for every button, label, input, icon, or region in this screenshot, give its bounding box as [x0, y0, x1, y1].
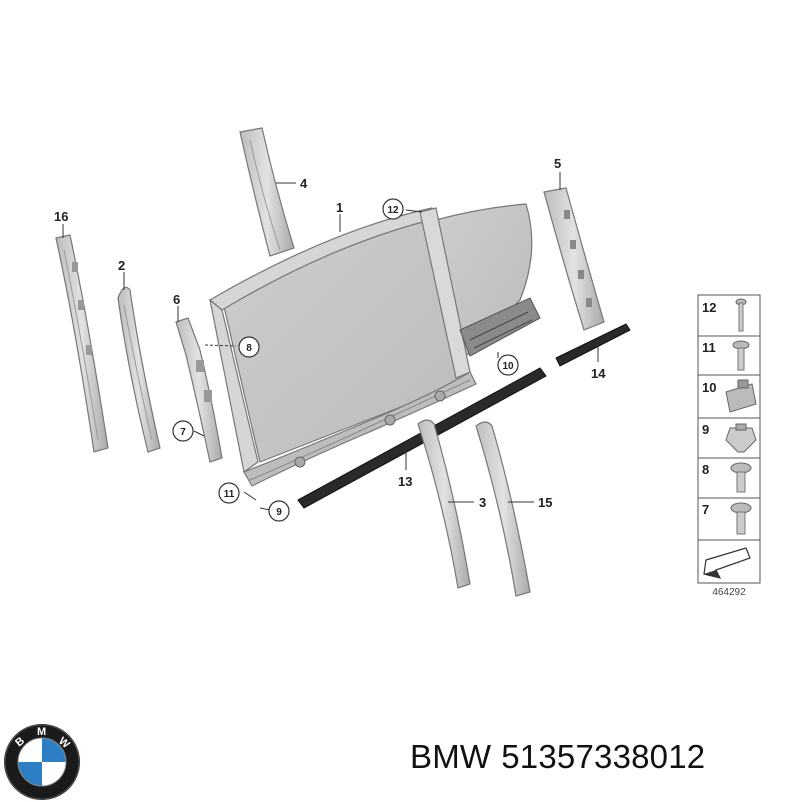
legend-item-7: 7 — [702, 502, 709, 517]
part-1-window-assembly — [204, 203, 541, 511]
callout-circle-11 — [218, 482, 240, 504]
callout-4: 4 — [300, 176, 308, 191]
callout-14: 14 — [591, 366, 606, 381]
nut-9-icon — [725, 423, 757, 453]
callout-8: 8 — [246, 343, 252, 354]
callout-circle-9 — [268, 500, 290, 522]
clip-10-icon — [725, 379, 757, 413]
callout-1: 1 — [336, 200, 343, 215]
callout-16: 16 — [54, 209, 68, 224]
callout-13: 13 — [398, 474, 412, 489]
callout-12: 12 — [387, 205, 399, 216]
screw-8-icon — [730, 462, 752, 493]
callout-7: 7 — [180, 427, 186, 438]
callout-circle-12 — [382, 198, 404, 220]
part-4-pillar — [239, 127, 296, 257]
callout-6: 6 — [173, 292, 180, 307]
part-6-bracket — [175, 306, 223, 463]
callout-2: 2 — [118, 258, 125, 273]
direction-arrow-icon — [703, 547, 751, 579]
legend-item-9: 9 — [702, 422, 709, 437]
callout-15: 15 — [538, 495, 552, 510]
callout-circle-7 — [172, 420, 194, 442]
screw-11-icon — [732, 340, 750, 371]
callout-10: 10 — [502, 361, 514, 372]
callout-labels: 16 2 6 4 1 5 14 13 3 15 12 8 7 11 9 10 — [54, 156, 606, 522]
bmw-logo: B M W — [4, 724, 80, 800]
part-number: 51357338012 — [501, 738, 706, 775]
reference-number: 464292 — [712, 587, 746, 598]
callout-11: 11 — [224, 489, 235, 500]
brand-name: BMW — [410, 738, 492, 775]
legend-item-8: 8 — [702, 462, 709, 477]
callout-circle-8 — [238, 336, 260, 358]
callout-9: 9 — [276, 507, 282, 518]
callout-circle-10 — [497, 354, 519, 376]
screw-7-icon — [730, 502, 752, 535]
part-5-rear-pillar — [543, 172, 605, 331]
bmw-logo-letter-m: M — [37, 726, 46, 738]
legend-item-12: 12 — [702, 300, 716, 315]
legend-item-10: 10 — [702, 380, 716, 395]
part-14-seal — [555, 323, 631, 367]
part-15-trim-strip — [475, 421, 534, 597]
part-2-trim — [117, 272, 161, 453]
screw-12-icon — [735, 298, 747, 332]
callout-5: 5 — [554, 156, 561, 171]
fastener-legend: 12 11 10 9 8 7 — [697, 294, 761, 598]
part-3-trim-strip — [417, 419, 474, 589]
callout-3: 3 — [479, 495, 486, 510]
legend-item-11: 11 — [702, 340, 716, 355]
part-16-pillar-trim — [55, 224, 109, 453]
